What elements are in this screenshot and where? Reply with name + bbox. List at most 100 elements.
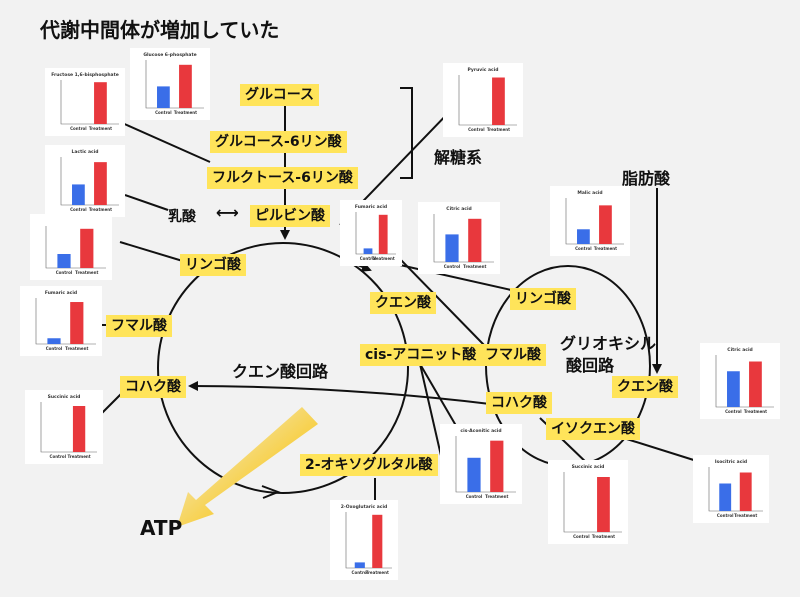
glyoxylate-cycle-title-2: 酸回路: [566, 356, 615, 375]
bar-treatment: [179, 64, 192, 108]
chart-title: Fumaric acid: [45, 290, 77, 296]
chart-axis: [563, 472, 622, 533]
bar-control: [354, 562, 365, 568]
fbp-line: [119, 121, 211, 163]
chart-axis: [60, 80, 119, 125]
bar-control: [363, 248, 373, 254]
tick-label: Treatment: [65, 346, 88, 351]
tca-cycle-ring: [157, 242, 409, 494]
chart-axis: [40, 402, 97, 453]
chart-axis: [708, 467, 763, 512]
tick-label: Treatment: [592, 534, 615, 539]
label-fumarate-tca: フマル酸: [106, 315, 172, 337]
chart-title: Citric acid: [727, 347, 752, 353]
chart-axis: [715, 355, 774, 408]
bar-treatment: [94, 162, 107, 205]
bar-control: [72, 184, 85, 205]
chart-title: cis-Aconitic acid: [460, 428, 501, 434]
label-lactate: 乳酸: [168, 209, 196, 225]
label-fumarate-glyoxylate: フマル酸: [480, 344, 546, 366]
tick-label: Treatment: [89, 126, 112, 131]
chart-axis: [345, 512, 392, 569]
tick-label: Treatment: [594, 246, 617, 251]
tick-label: Control: [46, 346, 63, 351]
bar-control: [719, 483, 732, 511]
tick-label: Treatment: [366, 570, 389, 575]
tick-label: Treatment: [89, 207, 112, 212]
succinate-transfer-arrow: [188, 381, 491, 405]
bar-treatment: [597, 477, 610, 532]
label-citrate-tca: クエン酸: [370, 292, 436, 314]
label-cis-aconitate: cis-アコニット酸: [360, 344, 482, 366]
glyoxylate-cycle-title-1: グリオキシル: [560, 334, 657, 353]
tick-label: Control: [466, 494, 483, 499]
chart-axis: [60, 157, 119, 206]
bar-control: [445, 234, 459, 262]
tick-label: Control: [575, 246, 592, 251]
tick-label: Control: [360, 256, 377, 261]
tick-label: Treatment: [463, 264, 486, 269]
chart-axis: [458, 75, 517, 126]
chart-axis: [565, 198, 624, 245]
bar-control: [727, 371, 740, 407]
tca-direction-arrow: [261, 485, 281, 499]
lactate-line: [124, 194, 169, 211]
chart-axis: [455, 436, 516, 493]
fatty-acid-label: 脂肪酸: [622, 169, 671, 188]
label-malate-tca: リンゴ酸: [180, 254, 246, 276]
chart-title: Malic acid: [577, 190, 602, 196]
tick-label: Control: [725, 409, 742, 414]
label-glucose-6-phosphate: グルコース-6リン酸: [210, 131, 347, 153]
bar-treatment: [372, 514, 383, 568]
label-isocitrate: イソクエン酸: [546, 418, 640, 440]
chart-title: Succinic acid: [48, 394, 81, 400]
tick-label: Treatment: [174, 110, 197, 115]
bar-treatment: [94, 82, 107, 124]
bar-control: [577, 229, 590, 244]
chart-axis: [35, 298, 96, 345]
tca-cycle-title: クエン酸回路: [232, 362, 329, 381]
bar-treatment: [599, 205, 612, 244]
label-succinate-glyoxylate: コハク酸: [486, 392, 552, 414]
chart-title: Succinic acid: [572, 464, 605, 470]
tick-label: Control: [155, 110, 172, 115]
tick-label: Control: [50, 454, 67, 459]
tick-label: Control: [444, 264, 461, 269]
tick-label: Control: [352, 570, 369, 575]
bar-treatment: [739, 472, 752, 511]
bar-control: [157, 86, 170, 108]
lactate-pyruvate-arrow: ⟷: [216, 203, 239, 222]
chart-title: Glucose 6-phosphate: [143, 52, 196, 58]
tick-label: Control: [573, 534, 590, 539]
chart-title: Fumaric acid: [355, 204, 387, 210]
bar-treatment: [378, 214, 388, 254]
bar-treatment: [80, 228, 94, 268]
bar-treatment: [490, 440, 504, 492]
tick-label: Treatment: [372, 256, 395, 261]
chart-title: Citric acid: [446, 206, 471, 212]
glycolysis-label: 解糖系: [434, 148, 483, 167]
chart-axis: [355, 212, 396, 255]
chart-axis: [433, 214, 494, 263]
tick-label: Control: [56, 270, 73, 275]
bar-treatment: [72, 406, 86, 452]
